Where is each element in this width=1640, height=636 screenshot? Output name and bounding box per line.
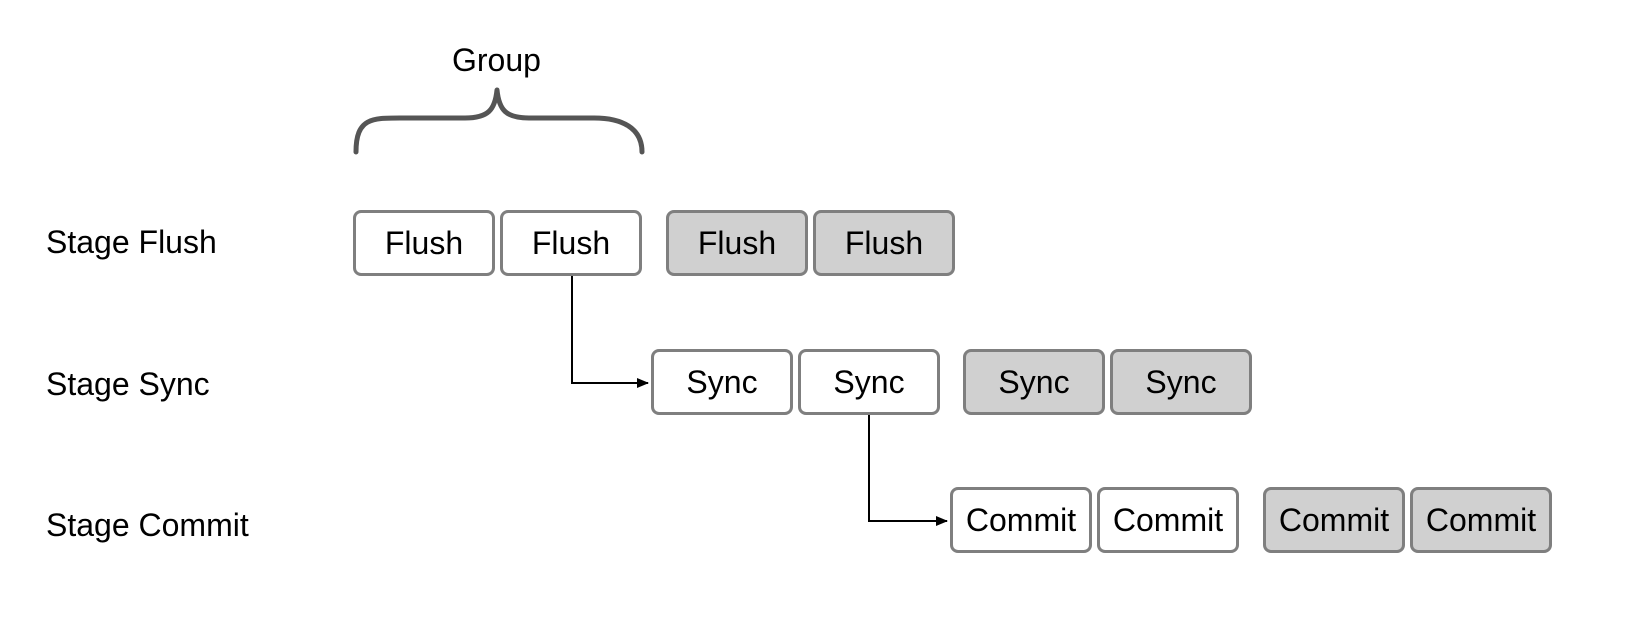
flush-box-pending: Flush [666, 210, 808, 276]
group-label: Group [452, 42, 541, 78]
flush-box-active: Flush [500, 210, 642, 276]
stage-label-flush: Stage Flush [46, 224, 217, 260]
stage-label-sync: Stage Sync [46, 366, 210, 402]
sync-box-active: Sync [651, 349, 793, 415]
commit-box-pending: Commit [1410, 487, 1552, 553]
flush-box-pending: Flush [813, 210, 955, 276]
flush-box-active: Flush [353, 210, 495, 276]
commit-box-active: Commit [1097, 487, 1239, 553]
sync-to-commit-arrow [868, 415, 948, 526]
group-brace [353, 87, 645, 155]
commit-box-pending: Commit [1263, 487, 1405, 553]
sync-box-pending: Sync [963, 349, 1105, 415]
sync-box-active: Sync [798, 349, 940, 415]
stage-label-commit: Stage Commit [46, 507, 249, 543]
sync-box-pending: Sync [1110, 349, 1252, 415]
flush-to-sync-arrow [571, 276, 649, 388]
commit-box-active: Commit [950, 487, 1092, 553]
